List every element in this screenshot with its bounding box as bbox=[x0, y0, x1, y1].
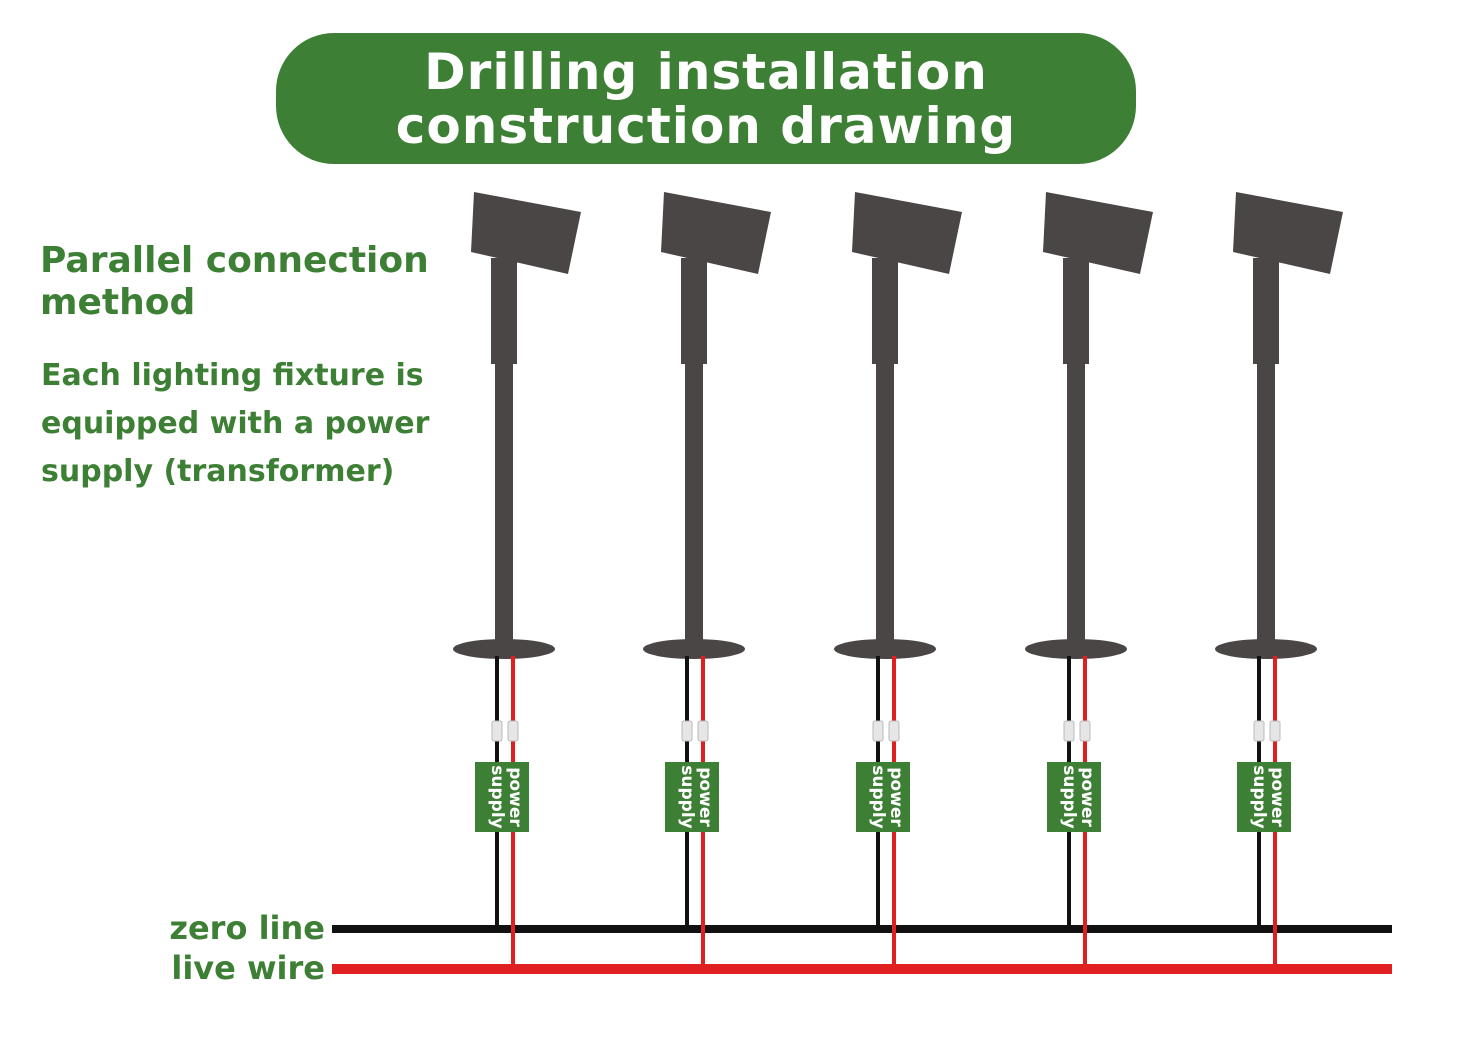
zero-line-label: zero line bbox=[169, 909, 325, 947]
wire-connector bbox=[507, 720, 519, 742]
ground-disc bbox=[643, 639, 745, 659]
power-supply-label-line: power bbox=[505, 767, 525, 827]
power-supply-label: powersupply bbox=[487, 765, 525, 828]
lamp-neck bbox=[1063, 258, 1089, 364]
description-line-3: supply (transformer) bbox=[41, 454, 395, 489]
lamp-head bbox=[1043, 192, 1153, 274]
power-supply-label: powersupply bbox=[677, 765, 715, 828]
power-supply-label-line: supply bbox=[868, 765, 888, 828]
lamp-head bbox=[661, 192, 771, 274]
lamp-stem bbox=[876, 362, 894, 648]
lamp-neck bbox=[681, 258, 707, 364]
wire-connector bbox=[681, 720, 693, 742]
lamp-stem bbox=[1067, 362, 1085, 648]
power-supply-label: powersupply bbox=[1249, 765, 1287, 828]
fixture-2: powersupply bbox=[643, 192, 771, 969]
wire-connector bbox=[888, 720, 900, 742]
live-wire-label: live wire bbox=[171, 949, 325, 987]
wire-connector bbox=[872, 720, 884, 742]
fixture-1: powersupply bbox=[453, 192, 581, 969]
lamp-stem bbox=[685, 362, 703, 648]
lamp-stem bbox=[1257, 362, 1275, 648]
heading-line-2: method bbox=[40, 282, 196, 323]
power-supply-box bbox=[856, 762, 910, 832]
power-supply-label: powersupply bbox=[1059, 765, 1097, 828]
wire-connector bbox=[1269, 720, 1281, 742]
heading-line-1: Parallel connection bbox=[40, 240, 429, 281]
power-supply-box bbox=[1047, 762, 1101, 832]
method-description: Each lighting fixture is equipped with a… bbox=[41, 352, 461, 496]
power-supply-box bbox=[665, 762, 719, 832]
lamp-head bbox=[471, 192, 581, 274]
power-supply-label: powersupply bbox=[868, 765, 906, 828]
fixture-3: powersupply bbox=[834, 192, 962, 969]
wire-connector bbox=[1253, 720, 1265, 742]
title-banner: Drilling installation construction drawi… bbox=[276, 33, 1136, 164]
title-line-2: construction drawing bbox=[395, 96, 1017, 155]
power-supply-label-line: supply bbox=[1059, 765, 1079, 828]
lamp-stem bbox=[495, 362, 513, 648]
power-supply-label-line: supply bbox=[677, 765, 697, 828]
mains-lines bbox=[332, 925, 1392, 974]
lamp-neck bbox=[491, 258, 517, 364]
lamp-head bbox=[852, 192, 962, 274]
ground-disc bbox=[1215, 639, 1317, 659]
wire-connector bbox=[491, 720, 503, 742]
wire-connector bbox=[1079, 720, 1091, 742]
live-wire bbox=[332, 964, 1392, 974]
method-heading: Parallel connection method bbox=[40, 240, 460, 324]
power-supply-label-line: supply bbox=[1249, 765, 1269, 828]
fixture-4: powersupply bbox=[1025, 192, 1153, 969]
description-line-1: Each lighting fixture is bbox=[41, 358, 424, 393]
power-supply-box bbox=[475, 762, 529, 832]
power-supply-label-line: supply bbox=[487, 765, 507, 828]
fixture-5: powersupply bbox=[1215, 192, 1343, 969]
description-line-2: equipped with a power bbox=[41, 406, 430, 441]
ground-disc bbox=[834, 639, 936, 659]
wire-connector bbox=[1063, 720, 1075, 742]
zero-line bbox=[332, 925, 1392, 933]
wire-connector bbox=[697, 720, 709, 742]
lamp-neck bbox=[872, 258, 898, 364]
power-supply-label-line: power bbox=[695, 767, 715, 827]
power-supply-label-line: power bbox=[1077, 767, 1097, 827]
ground-disc bbox=[1025, 639, 1127, 659]
lamp-neck bbox=[1253, 258, 1279, 364]
power-supply-label-line: power bbox=[886, 767, 906, 827]
lamp-head bbox=[1233, 192, 1343, 274]
power-supply-box bbox=[1237, 762, 1291, 832]
title-line-1: Drilling installation bbox=[424, 42, 988, 101]
power-supply-label-line: power bbox=[1267, 767, 1287, 827]
ground-disc bbox=[453, 639, 555, 659]
